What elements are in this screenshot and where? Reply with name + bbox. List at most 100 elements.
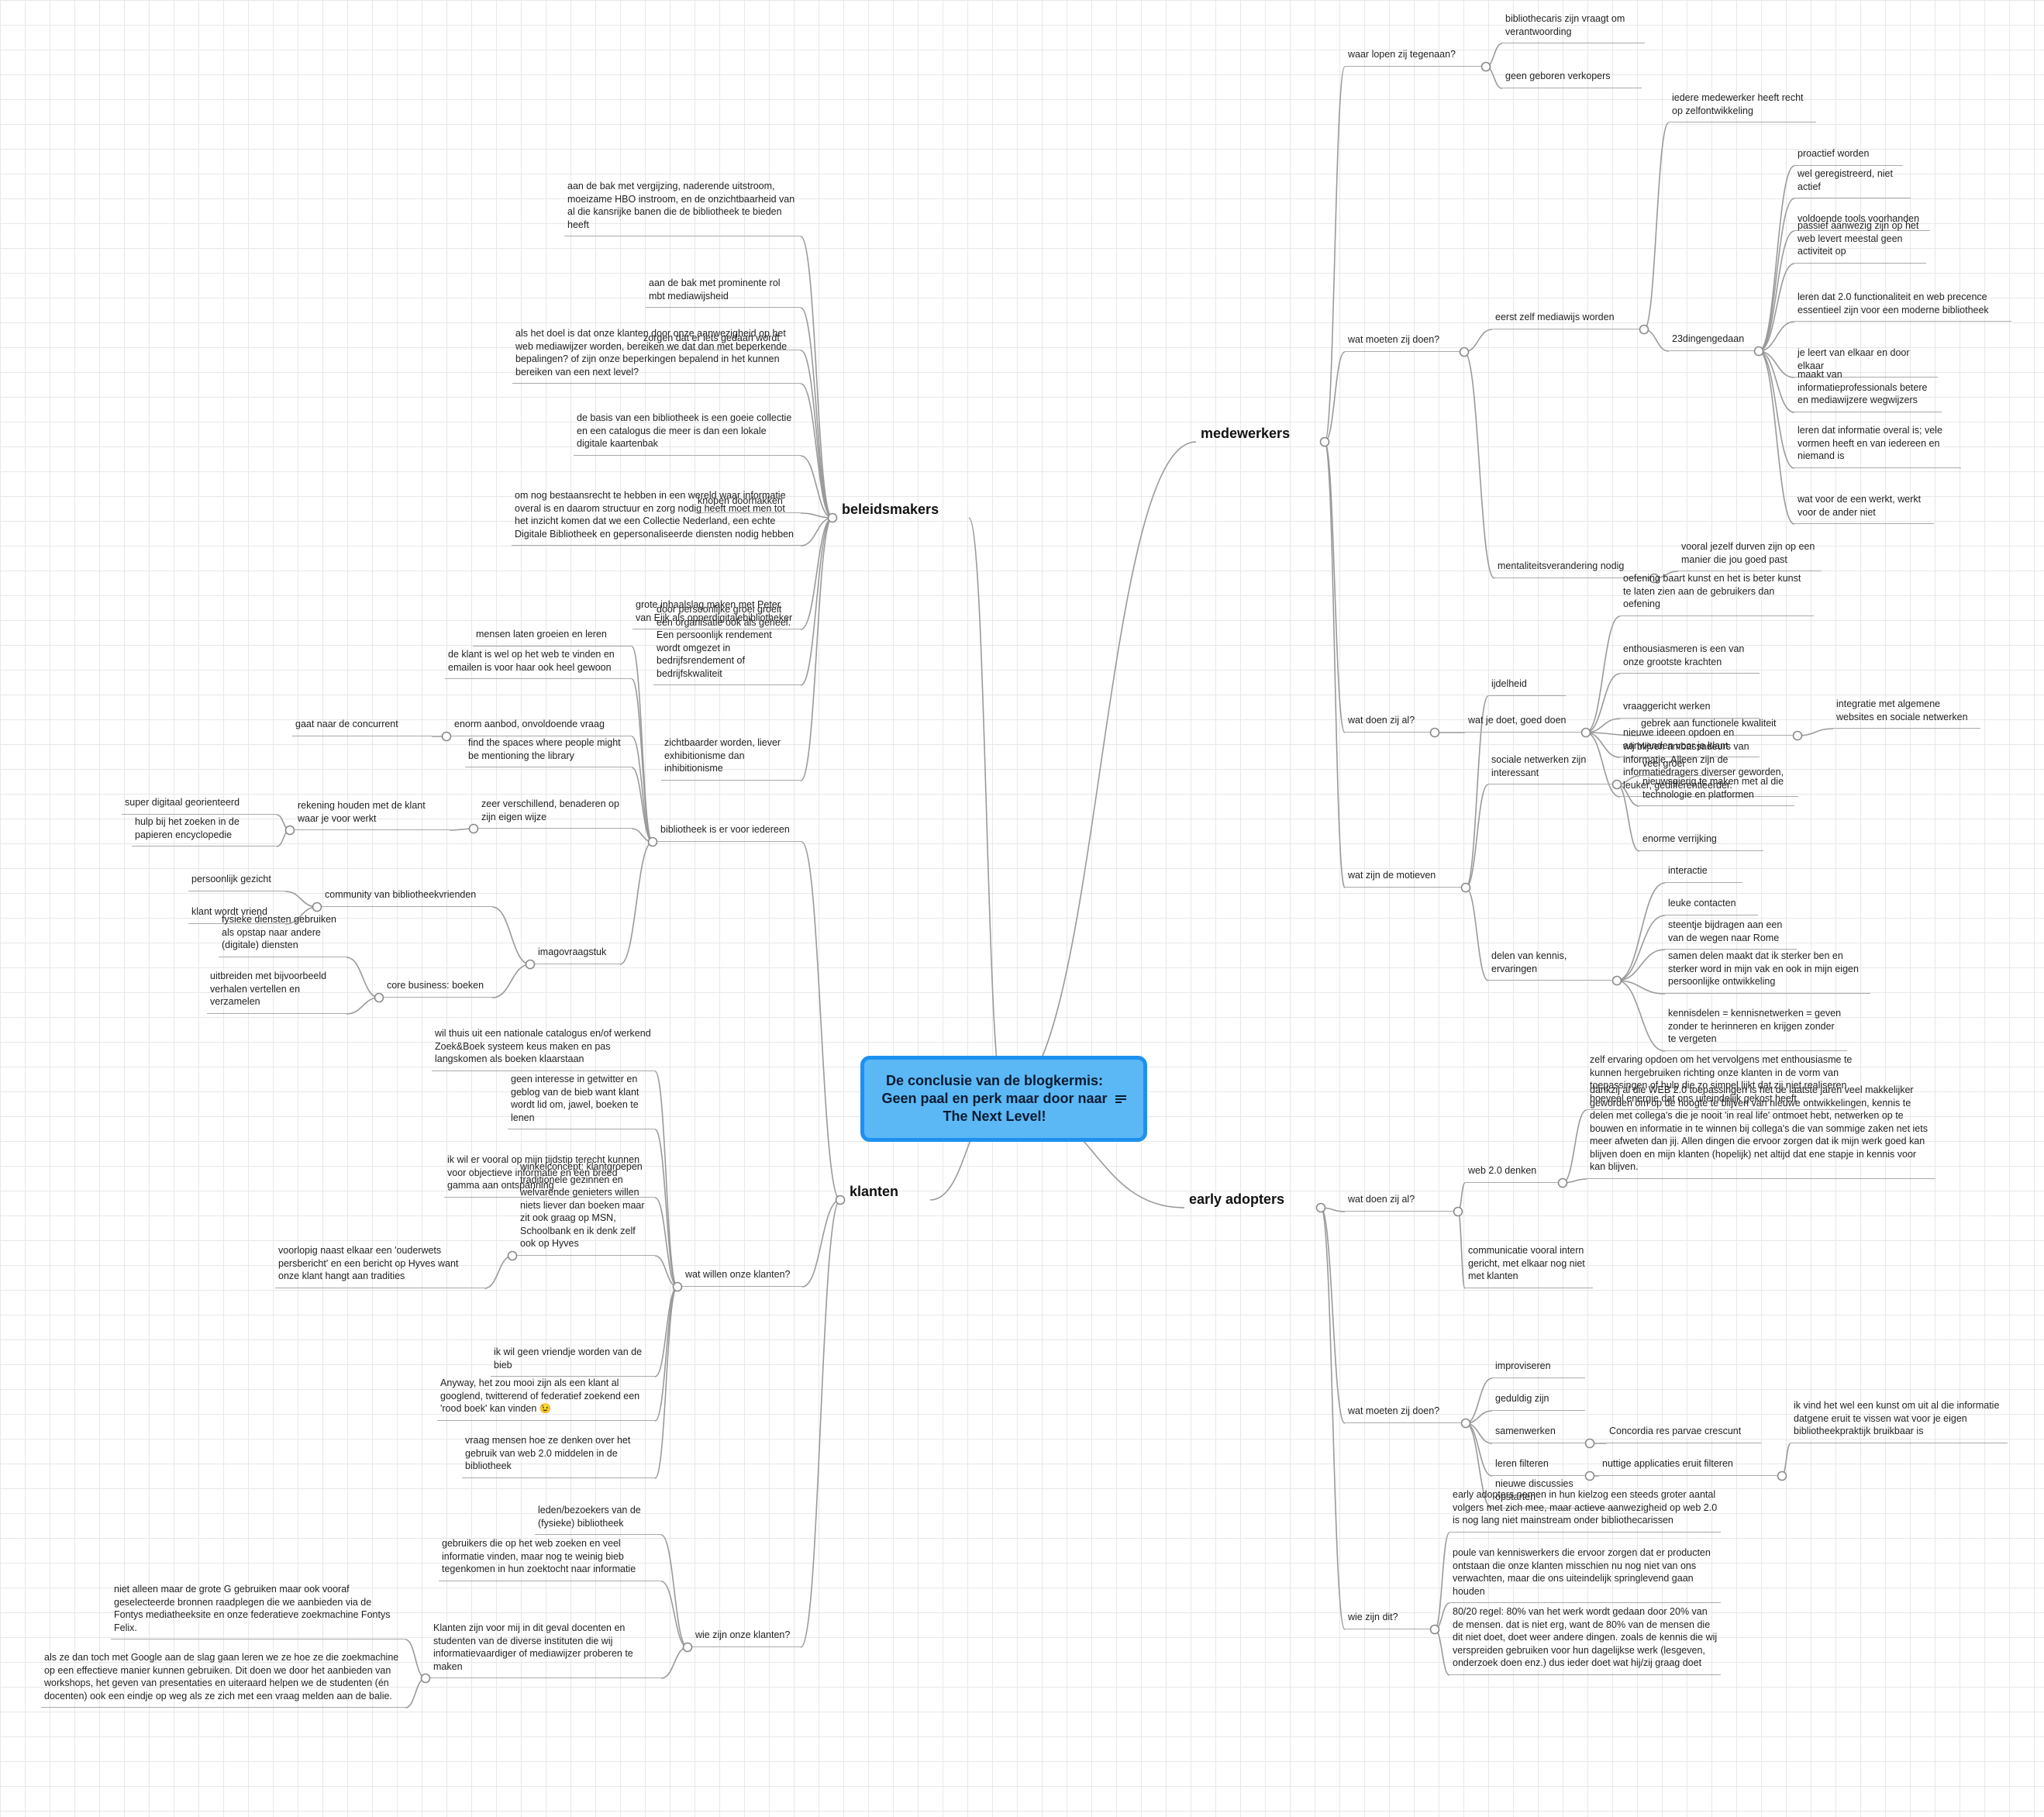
topic-k1b[interactable]: de klant is wel op het web te vinden en … <box>445 648 632 679</box>
topic-e3c[interactable]: 80/20 regel: 80% van het werk wordt geda… <box>1449 1605 1721 1675</box>
topic-k1e1[interactable]: rekening houden met de klant waar je voo… <box>295 799 450 830</box>
topic-k1f2a[interactable]: fysieke diensten gebruiken als opstap na… <box>219 913 346 957</box>
topic-m2[interactable]: wat moeten zij doen? <box>1345 333 1460 352</box>
topic-e2[interactable]: wat moeten zij doen? <box>1345 1405 1461 1423</box>
topic-m2a2d[interactable]: passief aanwezig zijn op het web levert … <box>1794 219 1926 264</box>
collapse-toggle-m2a2[interactable] <box>1753 346 1764 357</box>
topic-e2e[interactable]: nieuwe discussies opstarten <box>1492 1477 1616 1508</box>
collapse-toggle-e2d1[interactable] <box>1777 1470 1787 1481</box>
topic-k1c[interactable]: enorm aanbod, onvoldoende vraag <box>451 718 632 736</box>
topic-b4[interactable]: als het doel is dat onze klanten door on… <box>512 327 801 384</box>
topic-k2b[interactable]: geen interesse in getwitter en geblog va… <box>508 1073 655 1129</box>
collapse-toggle-beleidsmakers[interactable] <box>827 512 838 523</box>
topic-k1f1a[interactable]: persoonlijk gezicht <box>188 873 285 891</box>
collapse-toggle-k3c[interactable] <box>420 1673 431 1684</box>
topic-k1[interactable]: bibliotheek is er voor iedereen <box>657 823 801 842</box>
topic-b8[interactable]: grote inhaalslag maken met Peter van Eij… <box>633 598 801 629</box>
collapse-toggle-k2d[interactable] <box>507 1250 518 1261</box>
topic-m2a1[interactable]: iedere medewerker heeft recht op zelfont… <box>1669 91 1816 122</box>
topic-m2b1[interactable]: vooral jezelf durven zijn op een manier … <box>1678 540 1822 571</box>
topic-k3c2[interactable]: als ze dan toch met Google aan de slag g… <box>41 1651 405 1708</box>
topic-m4c1[interactable]: interactie <box>1665 864 1742 883</box>
collapse-toggle-m4c[interactable] <box>1611 975 1622 986</box>
topic-k2g[interactable]: vraag mensen hoe ze denken over het gebr… <box>462 1434 655 1478</box>
collapse-toggle-m3[interactable] <box>1429 727 1440 738</box>
collapse-toggle-e1a[interactable] <box>1557 1177 1568 1188</box>
topic-m3a6[interactable]: wij blijven ambassadeurs van informatie.… <box>1620 740 1798 797</box>
collapse-toggle-m4b[interactable] <box>1611 779 1622 790</box>
topic-m4b1[interactable]: veel groei <box>1639 757 1725 776</box>
topic-m3a2[interactable]: enthousiasmeren is een van onze grootste… <box>1620 643 1760 674</box>
topic-k3c1[interactable]: niet alleen maar de grote G gebruiken ma… <box>111 1583 405 1639</box>
topic-e3b[interactable]: poule van kenniswerkers die ervoor zorge… <box>1449 1546 1721 1603</box>
collapse-toggle-e1[interactable] <box>1453 1206 1463 1217</box>
main-topic-medewerkers[interactable]: medewerkers <box>1201 426 1291 441</box>
topic-k2c[interactable]: ik wil er vooral op mijn tijdstip terech… <box>444 1153 655 1198</box>
topic-b3[interactable]: zorgen dat er iets gedaan wordt <box>640 332 801 350</box>
topic-m3a4[interactable]: gebrek aan functionele kwaliteit <box>1638 717 1793 736</box>
topic-k1f2b[interactable]: uitbreiden met bijvoorbeeld verhalen ver… <box>207 970 346 1014</box>
topic-m3a5[interactable]: nieuwe ideeen opdoen en aanwenden voor j… <box>1620 726 1760 757</box>
collapse-toggle-m3a4[interactable] <box>1792 730 1803 741</box>
topic-b2[interactable]: aan de bak met prominente rol mbt mediaw… <box>646 277 801 308</box>
collapse-toggle-m4[interactable] <box>1460 882 1471 893</box>
collapse-toggle-k1c[interactable] <box>441 731 452 742</box>
topic-m4c5[interactable]: kennisdelen = kennisnetwerken = geven zo… <box>1665 1007 1847 1051</box>
topic-m2a2c[interactable]: voldoende tools voorhanden <box>1794 212 1930 231</box>
topic-m3a3[interactable]: vraaggericht werken <box>1620 700 1760 719</box>
topic-k2[interactable]: wat willen onze klanten? <box>682 1268 802 1287</box>
collapse-toggle-k1e[interactable] <box>468 823 479 834</box>
topic-k1e1b[interactable]: hulp bij het zoeken in de papieren encyc… <box>132 815 277 846</box>
collapse-toggle-m2b[interactable] <box>1649 573 1660 584</box>
topic-b7[interactable]: om nog bestaansrecht te hebben in een we… <box>512 489 801 546</box>
collapse-toggle-e2[interactable] <box>1460 1418 1471 1429</box>
main-topic-beleidsmakers[interactable]: beleidsmakers <box>842 502 939 517</box>
topic-k1f[interactable]: imagovraagstuk <box>535 946 620 964</box>
topic-b5[interactable]: de basis van een bibliotheek is een goei… <box>574 412 801 456</box>
topic-e3[interactable]: wie zijn dit? <box>1345 1611 1430 1629</box>
topic-e3a[interactable]: early adopters nemen in hun kielzog een … <box>1449 1488 1721 1533</box>
topic-e2d[interactable]: leren filteren <box>1492 1457 1585 1476</box>
collapse-toggle-early[interactable] <box>1315 1202 1326 1213</box>
topic-m2a[interactable]: eerst zelf mediawijs worden <box>1492 311 1639 329</box>
topic-k1f1b[interactable]: klant wordt vriend <box>188 905 285 924</box>
topic-k1a[interactable]: mensen laten groeien en leren <box>473 628 632 646</box>
topic-k3[interactable]: wie zijn onze klanten? <box>692 1629 801 1647</box>
topic-k1d[interactable]: find the spaces where people might be me… <box>465 736 632 767</box>
collapse-toggle-k1[interactable] <box>647 836 658 847</box>
topic-k1f2[interactable]: core business: boeken <box>384 979 492 998</box>
topic-m2a2[interactable]: 23dingengedaan <box>1669 333 1754 351</box>
topic-m3a[interactable]: wat je doet, goed doen <box>1465 714 1581 733</box>
topic-k3b[interactable]: gebruikers die op het web zoeken en veel… <box>439 1537 661 1581</box>
topic-m1b[interactable]: geen geboren verkopers <box>1502 70 1642 88</box>
collapse-toggle-m2a[interactable] <box>1639 324 1649 335</box>
topic-k1e1a[interactable]: super digitaal georienteerd <box>122 796 277 815</box>
topic-m4b[interactable]: sociale netwerken zijn interessant <box>1488 753 1612 784</box>
main-topic-klanten[interactable]: klanten <box>850 1184 899 1199</box>
topic-m2a2a[interactable]: proactief worden <box>1794 147 1903 166</box>
main-topic-early[interactable]: early adopters <box>1189 1191 1285 1207</box>
topic-b1[interactable]: aan de bak met vergijzing, naderende uit… <box>564 180 801 236</box>
note-icon[interactable] <box>1115 1095 1126 1105</box>
topic-m2a2e[interactable]: leren dat 2.0 functionaliteit en web pre… <box>1794 291 2011 322</box>
topic-m2b[interactable]: mentaliteitsverandering nodig <box>1494 560 1649 578</box>
topic-m1a[interactable]: bibliothecaris zijn vraagt om verantwoor… <box>1502 12 1645 43</box>
topic-m4[interactable]: wat zijn de motieven <box>1345 869 1461 888</box>
topic-m3[interactable]: wat doen zij al? <box>1345 714 1430 733</box>
topic-m4c2[interactable]: leuke contacten <box>1665 897 1758 915</box>
topic-k1e[interactable]: zeer verschillend, benaderen op zijn eig… <box>478 798 632 829</box>
topic-e2a[interactable]: improviseren <box>1492 1360 1585 1378</box>
topic-m4c4[interactable]: samen delen maakt dat ik sterker ben en … <box>1665 950 1870 994</box>
topic-k2d[interactable]: winkelconcept: klantgroepen traditionele… <box>517 1160 655 1256</box>
topic-m3a4a[interactable]: integratie met algemene websites en soci… <box>1833 698 1980 729</box>
collapse-toggle-e2d[interactable] <box>1584 1470 1595 1481</box>
topic-k1f1[interactable]: community van bibliotheekvrienden <box>322 888 492 907</box>
topic-m2a2g[interactable]: maakt van informatieprofessionals betere… <box>1794 368 1942 412</box>
topic-m1[interactable]: waar lopen zij tegenaan? <box>1345 48 1481 67</box>
topic-m2a2b[interactable]: wel geregistreerd, niet actief <box>1794 167 1911 198</box>
collapse-toggle-e3[interactable] <box>1429 1624 1440 1635</box>
collapse-toggle-medewerkers[interactable] <box>1319 436 1330 447</box>
topic-m3a1[interactable]: oefening baart kunst en het is beter kun… <box>1620 572 1814 616</box>
topic-e2d1a[interactable]: ik vind het wel een kunst om uit al die … <box>1791 1399 2008 1443</box>
collapse-toggle-m3a[interactable] <box>1580 727 1591 738</box>
